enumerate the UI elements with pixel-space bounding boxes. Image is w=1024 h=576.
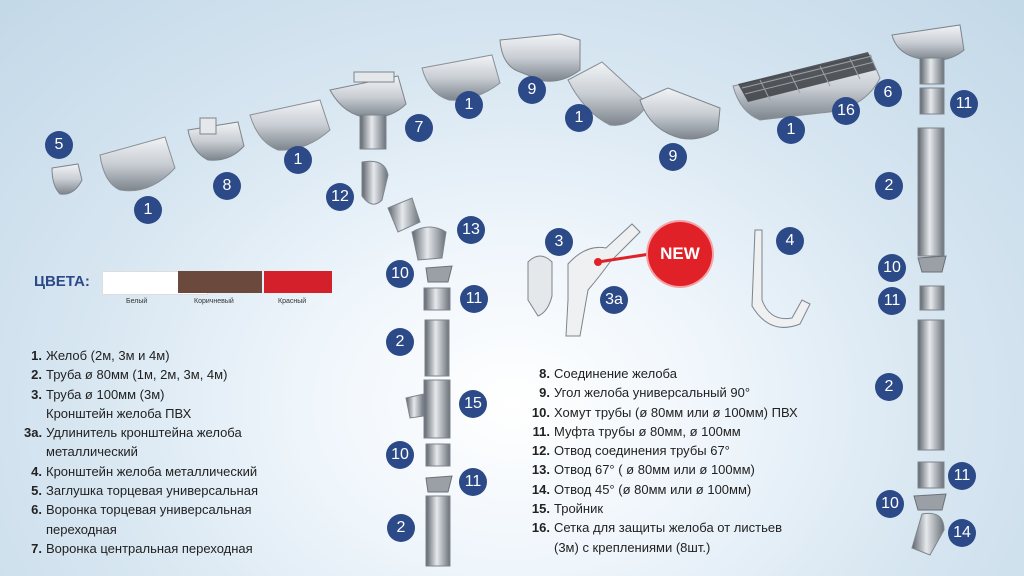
leaf-guard-mesh — [738, 52, 876, 102]
badge-2: 2 — [386, 328, 414, 356]
parts-list-left: 1.Желоб (2м, 3м и 4м) 2.Труба ø 80мм (1м… — [24, 346, 258, 558]
badge-11: 11 — [878, 287, 906, 315]
badge-11: 11 — [948, 462, 976, 490]
badge-1: 1 — [777, 116, 805, 144]
badge-7: 7 — [405, 114, 433, 142]
list-item: 4.Кронштейн желоба металлический — [31, 463, 258, 479]
gutter-shape-3 — [421, 54, 501, 101]
gutter-corner-1 — [499, 33, 581, 82]
new-pointer-line — [597, 252, 651, 264]
list-item: 16.Сетка для защиты желоба от листьев — [531, 520, 783, 536]
list-item: 14.Отвод 45° (ø 80мм или ø 100мм) — [531, 481, 752, 497]
badge-15: 15 — [459, 390, 487, 418]
swatch-label-white: Белый — [126, 298, 148, 305]
list-item: переходная — [46, 521, 117, 537]
badge-4: 4 — [776, 227, 804, 255]
swatch-red — [264, 271, 332, 293]
badge-1: 1 — [134, 196, 162, 224]
badge-9: 9 — [659, 143, 687, 171]
list-item: Кронштейн желоба ПВХ — [46, 405, 192, 421]
bracket-metal — [751, 229, 811, 328]
end-cap-shape — [51, 163, 83, 195]
badge-10: 10 — [386, 441, 414, 469]
list-item: 5.Заглушка торцевая универсальная — [31, 483, 259, 499]
list-item: 12.Отвод соединения трубы 67° — [531, 443, 730, 459]
swatch-label-red: Красный — [278, 298, 307, 305]
badge-1: 1 — [455, 91, 483, 119]
badge-8: 8 — [213, 172, 241, 200]
list-item: 15.Тройник — [531, 501, 604, 517]
badge-10: 10 — [878, 254, 906, 282]
list-item: 13.Отвод 67° ( ø 80мм или ø 100мм) — [531, 462, 755, 478]
gutter-shape-2 — [249, 99, 331, 151]
badge-11: 11 — [460, 285, 488, 313]
new-pointer-dot — [594, 258, 602, 266]
list-item: 9.Угол желоба универсальный 90° — [539, 385, 751, 401]
list-item: 8.Соединение желоба — [539, 366, 677, 381]
badge-1: 1 — [284, 146, 312, 174]
badge-10: 10 — [876, 490, 904, 518]
list-item: 3а.Удлинитель кронштейна желоба — [24, 425, 242, 441]
badge-3: 3 — [545, 228, 573, 256]
new-badge: NEW — [648, 222, 712, 286]
list-item: 3.Труба ø 100мм (3м) — [31, 386, 165, 402]
gutter-corner-2 — [639, 87, 721, 140]
list-item: (3м) с креплениями (8шт.) — [554, 539, 711, 555]
legend-title: ЦВЕТА: — [34, 273, 90, 290]
right-downpipe — [911, 87, 947, 556]
list-item: 1.Желоб (2м, 3м и 4м) — [31, 348, 170, 363]
swatch-label-brown: Коричневый — [194, 298, 234, 305]
badge-6: 6 — [874, 79, 902, 107]
list-item: 10.Хомут трубы (ø 80мм или ø 100мм) ПВХ — [531, 404, 798, 420]
badge-2: 2 — [387, 514, 415, 542]
badge-2: 2 — [875, 373, 903, 401]
badge-3a: 3а — [600, 286, 628, 314]
gutter-shape-1 — [99, 136, 176, 192]
swatch-brown — [178, 271, 262, 293]
end-outlet-shape — [891, 24, 965, 85]
badge-11: 11 — [950, 90, 978, 118]
left-downpipe — [361, 160, 453, 567]
list-item: 6.Воронка торцевая универсальная — [31, 502, 252, 518]
badge-1: 1 — [565, 104, 593, 132]
badge-11: 11 — [459, 468, 487, 496]
bracket-pvc — [527, 223, 641, 337]
list-item: 2.Труба ø 80мм (1м, 2м, 3м, 4м) — [31, 367, 228, 383]
badge-14: 14 — [948, 519, 976, 547]
list-item: 7.Воронка центральная переходная — [31, 540, 253, 556]
badge-9: 9 — [518, 76, 546, 104]
badge-2: 2 — [875, 172, 903, 200]
badge-5: 5 — [45, 131, 73, 159]
list-item: 11.Муфта трубы ø 80мм, ø 100мм — [532, 423, 741, 439]
badge-12: 12 — [326, 183, 354, 211]
central-outlet-shape — [329, 71, 407, 150]
parts-list-right: 8.Соединение желоба 9.Угол желоба универ… — [520, 364, 798, 557]
list-item: металлический — [46, 444, 138, 460]
badge-13: 13 — [457, 216, 485, 244]
badge-16: 16 — [832, 97, 860, 125]
badge-10: 10 — [386, 260, 414, 288]
connector-shape — [187, 117, 245, 161]
